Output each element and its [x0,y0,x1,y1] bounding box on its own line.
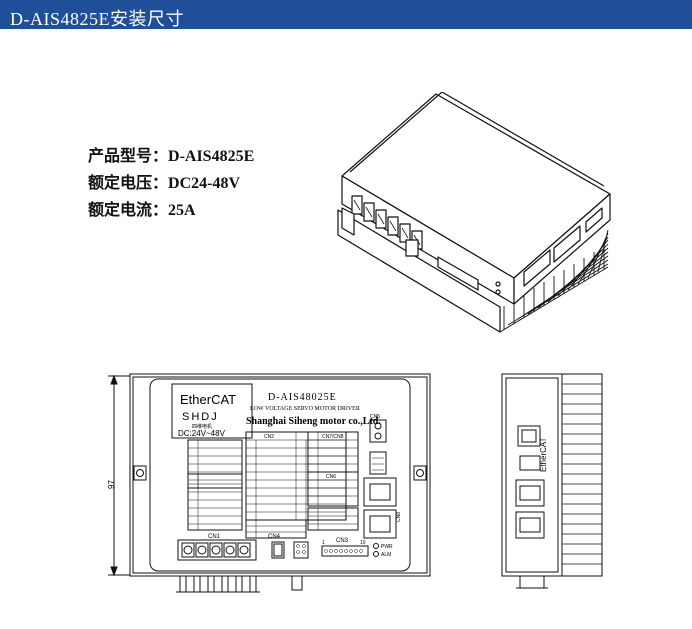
dimension-height-label: 97 [107,480,116,489]
cn1-label: CN1 [208,534,221,540]
model-label: D-AIS48025E [268,392,337,403]
ethercat-logo: EtherCAT [180,392,236,407]
cn4-label: CN4 [268,534,281,540]
cn8-label: CN8 [396,512,402,522]
company-en-label: Shanghai Siheng motor co.,Ltd. [246,416,381,427]
front-view-drawing: 97 EtherCAT SHDJ 四维电机 DC:24V~48V D-AIS48… [107,373,431,593]
cn7cn8-label: CN7/CN8 [322,434,344,440]
cn2-label: CN2 [264,434,274,440]
side-view-drawing: EtherCAT [501,373,603,589]
spec-current-value: 25A [168,202,196,219]
voltage-label: DC:24V~48V [178,429,226,438]
spec-list: 产品型号：D-AIS4825E 额定电压：DC24-48V 额定电流：25A [88,142,254,223]
spec-current-label: 额定电流： [88,200,169,219]
alm-label: ALM [381,552,391,558]
shdj-logo: SHDJ [182,411,219,423]
spec-current: 额定电流：25A [88,196,254,223]
spec-model: 产品型号：D-AIS4825E [88,142,254,169]
cn3-pin-first: 1 [322,540,325,546]
cn6-label: CN6 [326,474,336,480]
isometric-drawing [337,92,611,333]
side-ethercat-logo: EtherCAT [539,437,548,472]
spec-voltage-label: 额定电压： [88,173,169,192]
subtitle-label: LOW VOLTAGE SERVO MOTOR DRIVER [250,406,360,412]
page-title: D-AIS4825E安装尺寸 [10,9,184,29]
spec-voltage: 额定电压：DC24-48V [88,169,254,196]
cn5-label: CN5 [370,414,380,420]
spec-model-value: D-AIS4825E [168,148,255,165]
spec-model-label: 产品型号： [88,146,169,165]
cn3-pin-last: 10 [360,540,366,546]
pwr-label: PWR [381,544,393,550]
cn3-label: CN3 [336,538,349,544]
company-cn-label: 四维电机 [192,423,212,430]
page-header: D-AIS4825E安装尺寸 [0,0,692,29]
spec-voltage-value: DC24-48V [168,175,241,192]
